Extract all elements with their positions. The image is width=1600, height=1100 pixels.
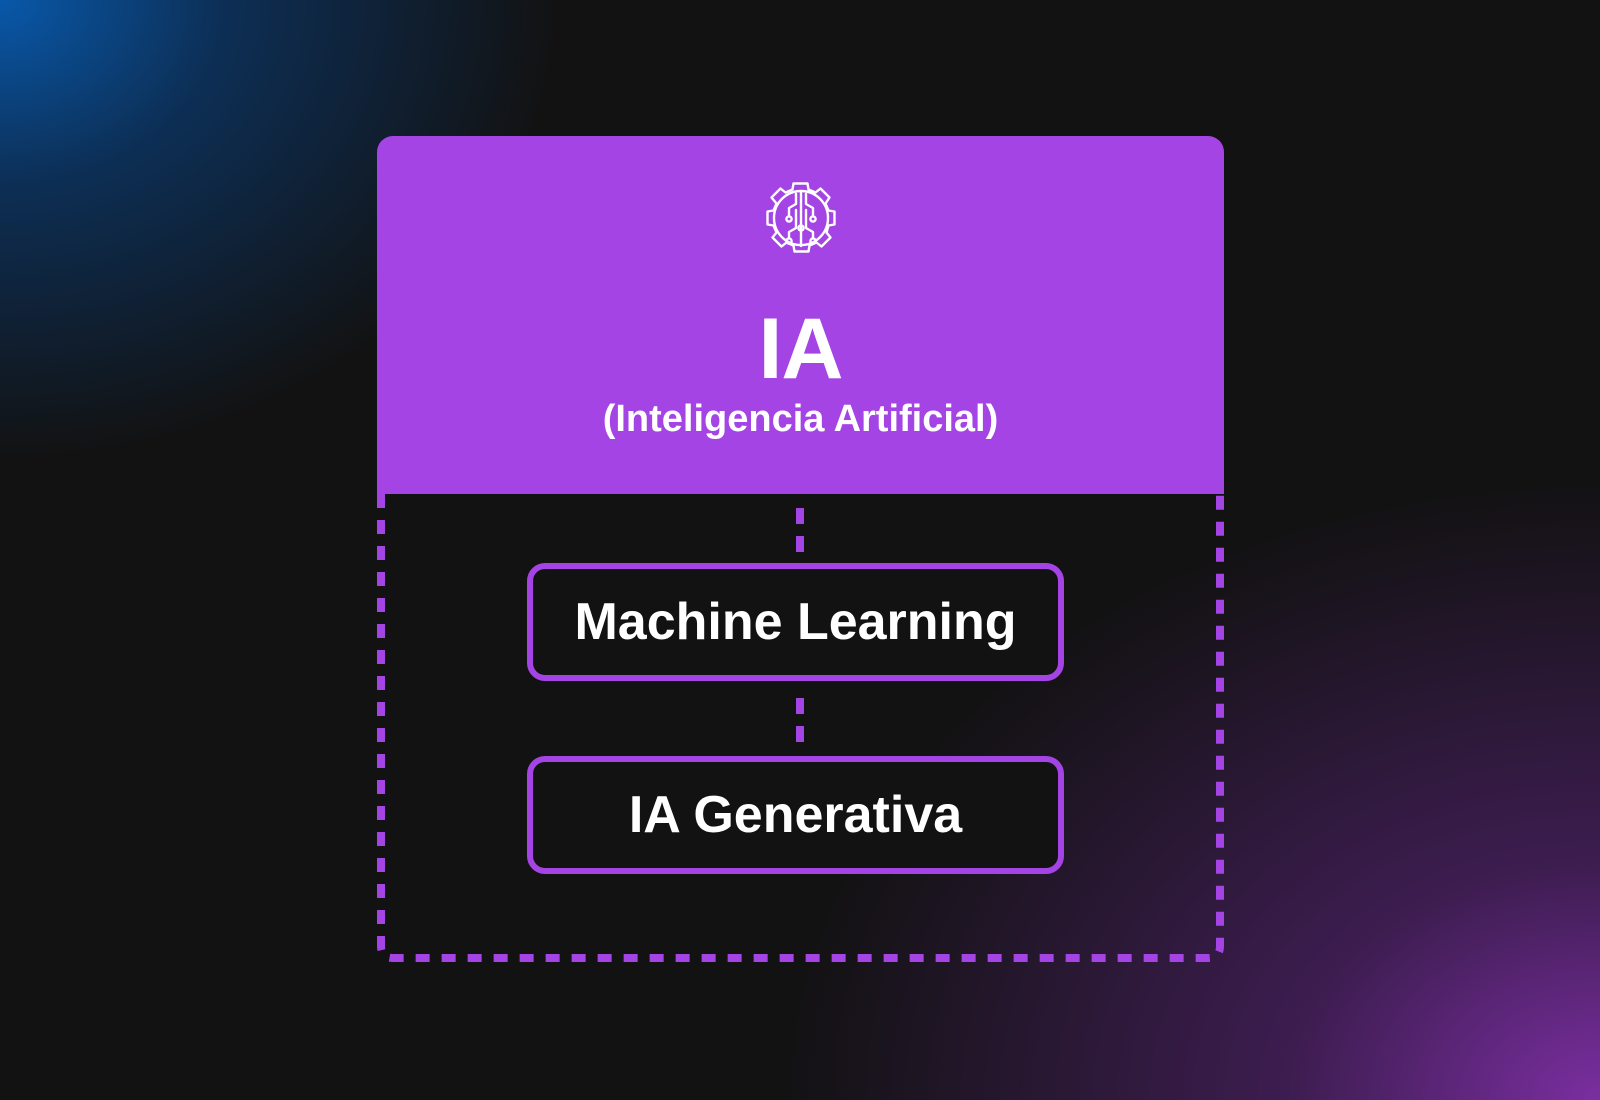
connector-line bbox=[796, 508, 804, 556]
ai-subtitle: (Inteligencia Artificial) bbox=[602, 398, 999, 440]
ai-hierarchy-diagram: IA (Inteligencia Artificial) Machine Lea… bbox=[377, 136, 1224, 962]
ai-scope-dashed-border bbox=[377, 494, 1224, 962]
node-label: IA Generativa bbox=[628, 786, 963, 844]
machine-learning-node: Machine Learning bbox=[527, 563, 1064, 681]
generative-ai-node: IA Generativa bbox=[527, 756, 1064, 874]
ai-header-panel: IA (Inteligencia Artificial) bbox=[377, 136, 1224, 494]
connector-line bbox=[796, 698, 804, 746]
node-label: Machine Learning bbox=[574, 593, 1017, 651]
ai-title: IA bbox=[758, 301, 844, 397]
brain-gear-icon bbox=[766, 182, 836, 253]
